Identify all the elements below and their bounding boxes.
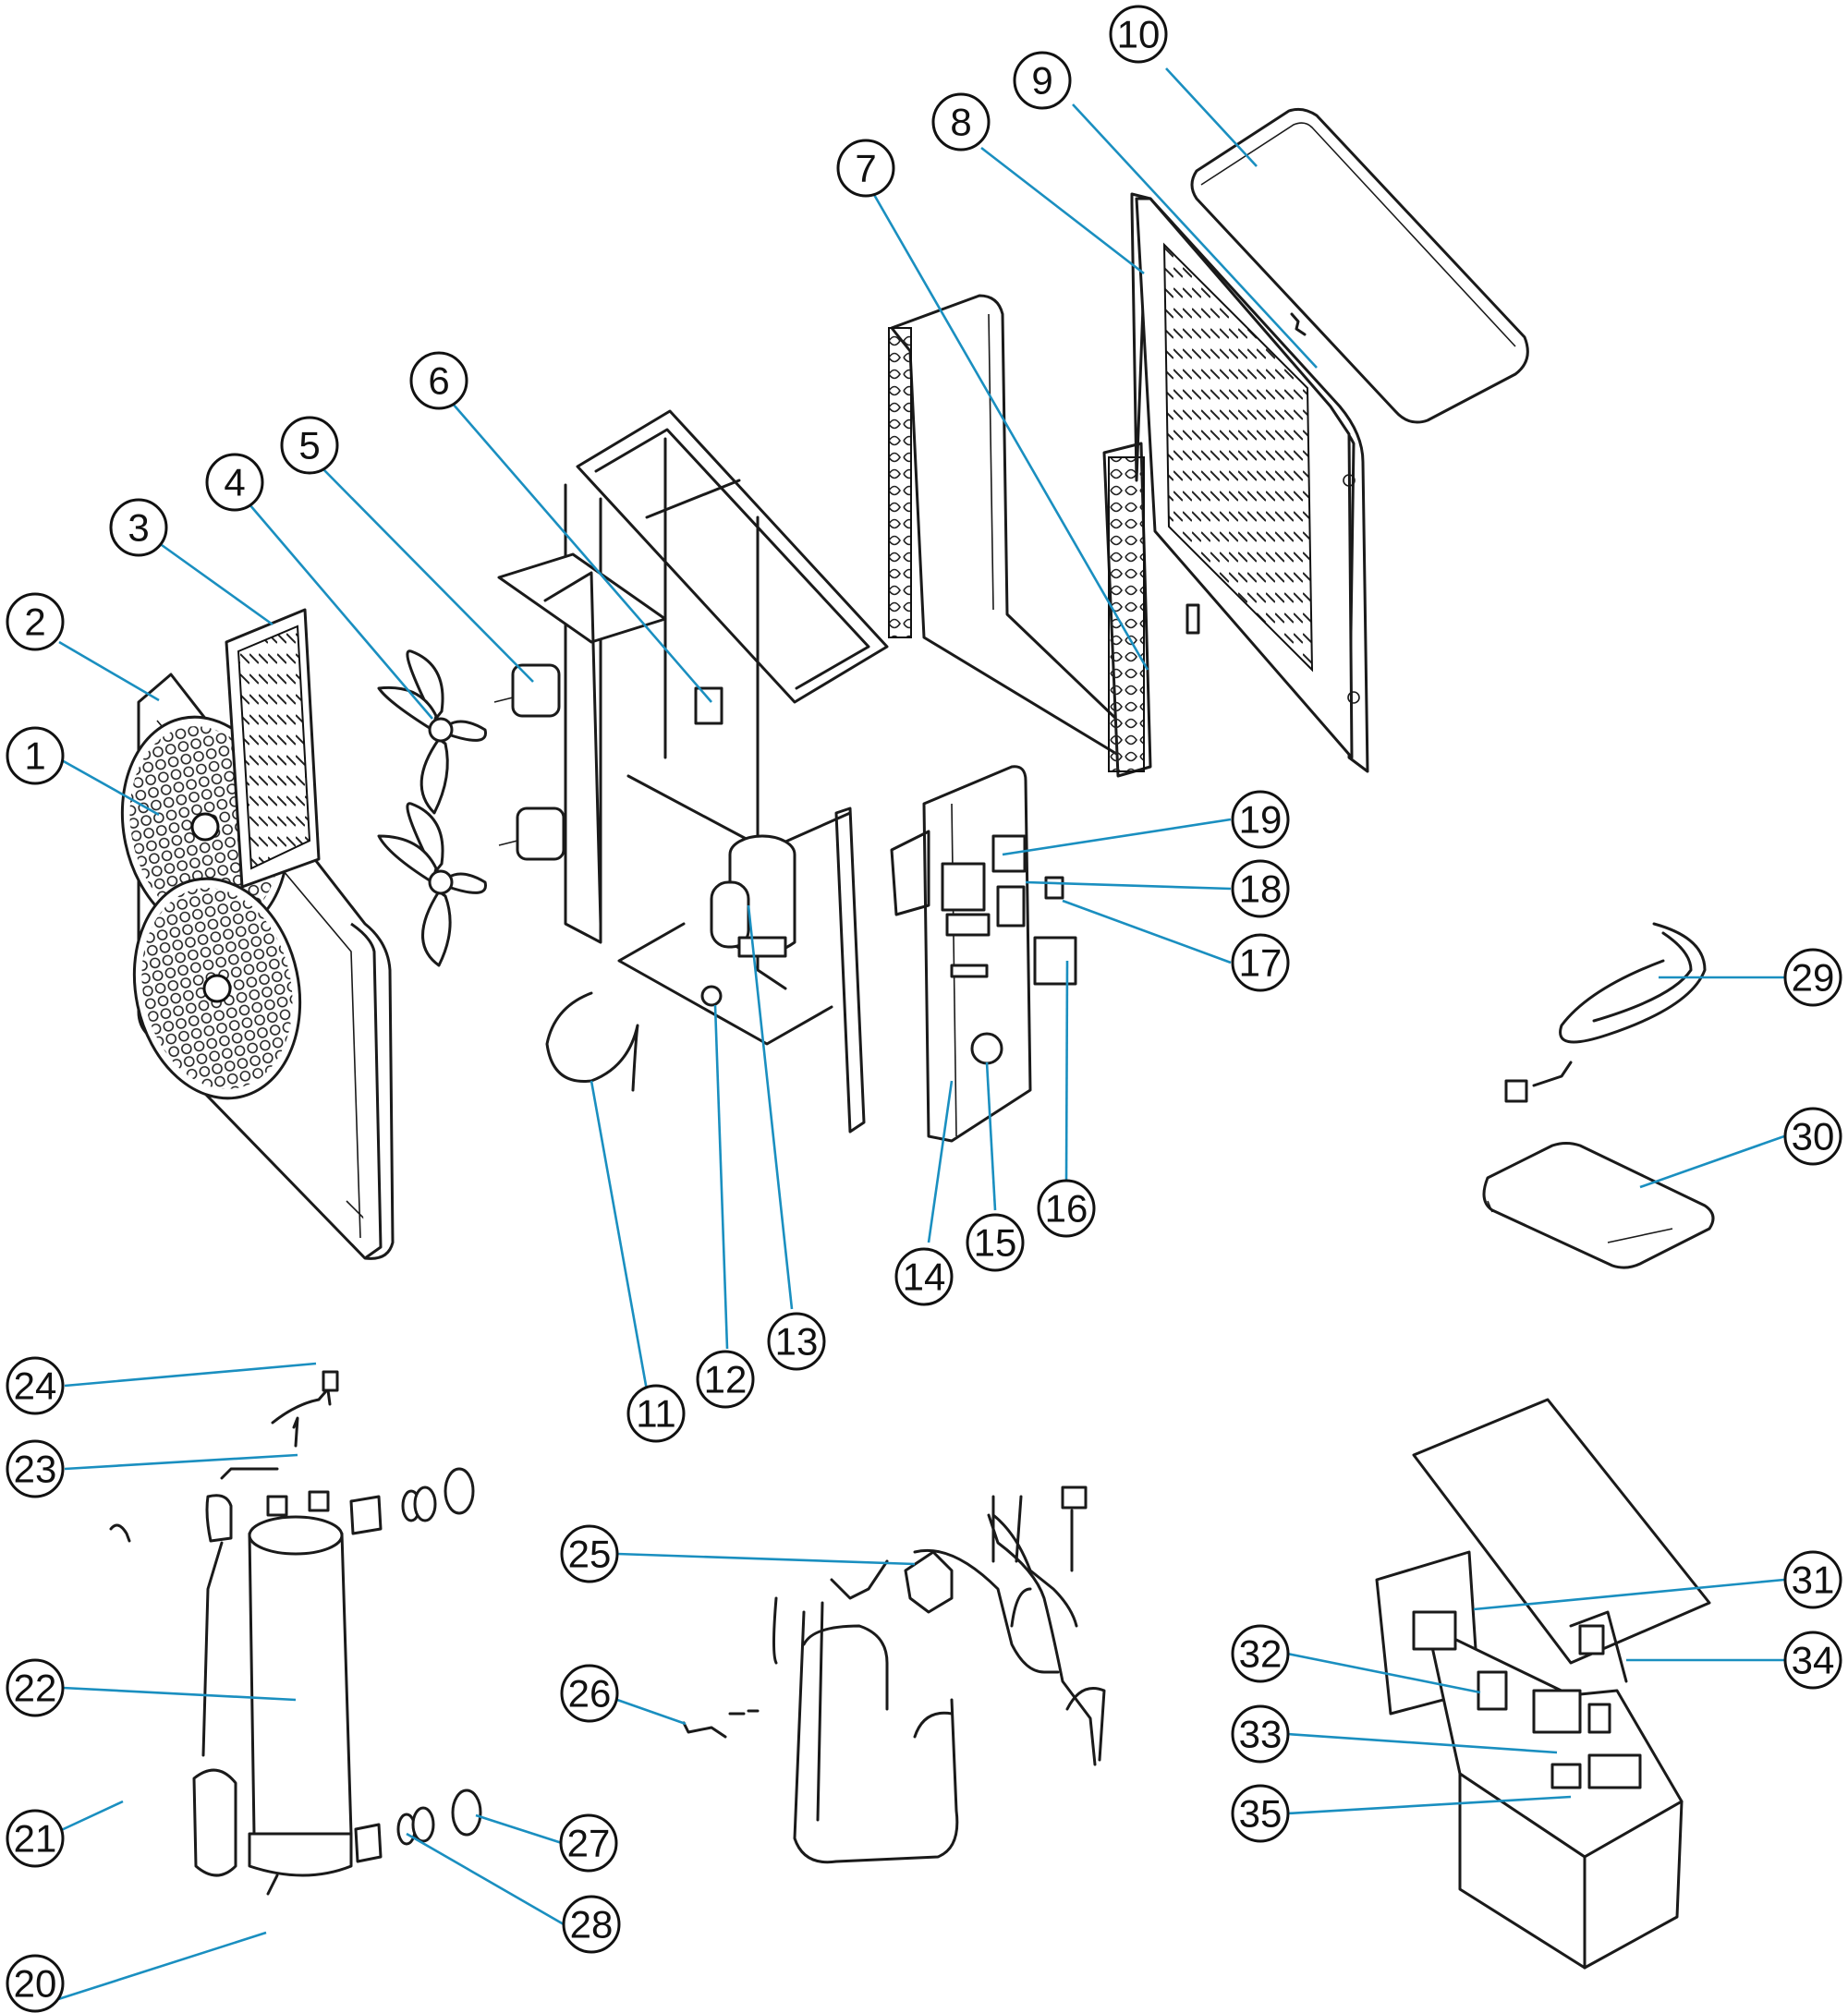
svg-text:16: 16 bbox=[1045, 1187, 1088, 1231]
callout-9: 9 bbox=[1013, 51, 1072, 110]
svg-text:24: 24 bbox=[14, 1364, 57, 1408]
svg-text:5: 5 bbox=[298, 424, 320, 467]
svg-text:9: 9 bbox=[1031, 59, 1052, 103]
callout-5: 5 bbox=[280, 416, 339, 475]
callout-23: 23 bbox=[6, 1439, 65, 1498]
refrigerant-piping bbox=[682, 1485, 1106, 1864]
callout-26: 26 bbox=[560, 1664, 619, 1723]
control-panel bbox=[890, 765, 1077, 1143]
svg-text:17: 17 bbox=[1239, 941, 1283, 985]
callout-7: 7 bbox=[836, 139, 895, 198]
callout-12: 12 bbox=[696, 1350, 755, 1409]
callout-16: 16 bbox=[1037, 1179, 1096, 1238]
svg-text:2: 2 bbox=[24, 600, 45, 644]
fan-motors bbox=[493, 663, 565, 861]
callout-28: 28 bbox=[562, 1895, 621, 1954]
svg-text:3: 3 bbox=[128, 506, 149, 550]
louver-panel bbox=[225, 608, 321, 889]
callout-22: 22 bbox=[6, 1658, 65, 1717]
callout-4: 4 bbox=[205, 453, 264, 512]
callout-35: 35 bbox=[1231, 1784, 1290, 1843]
callout-10: 10 bbox=[1109, 5, 1168, 64]
callouts: 1 2 3 4 5 6 7 8 9 10 11 12 13 14 15 16 1… bbox=[6, 5, 1842, 2013]
callout-24: 24 bbox=[6, 1356, 65, 1415]
svg-text:30: 30 bbox=[1792, 1115, 1835, 1158]
callout-17: 17 bbox=[1231, 933, 1290, 992]
callout-33: 33 bbox=[1231, 1704, 1290, 1764]
svg-text:33: 33 bbox=[1239, 1713, 1283, 1756]
callout-3: 3 bbox=[109, 498, 168, 557]
callout-11: 11 bbox=[626, 1384, 686, 1443]
protective-cover bbox=[1482, 1142, 1715, 1269]
evaporator-coil bbox=[888, 294, 1152, 778]
rear-panel bbox=[1130, 192, 1369, 773]
svg-text:1: 1 bbox=[24, 734, 45, 778]
callout-2: 2 bbox=[6, 592, 65, 651]
leader-lines bbox=[53, 67, 1785, 2002]
callout-31: 31 bbox=[1783, 1550, 1842, 1609]
electrical-box bbox=[1375, 1398, 1711, 1970]
svg-text:15: 15 bbox=[974, 1221, 1017, 1265]
callout-18: 18 bbox=[1231, 859, 1290, 918]
svg-text:14: 14 bbox=[903, 1255, 946, 1299]
svg-text:8: 8 bbox=[950, 101, 971, 144]
svg-text:34: 34 bbox=[1792, 1639, 1835, 1682]
svg-text:32: 32 bbox=[1239, 1632, 1283, 1676]
svg-text:35: 35 bbox=[1239, 1792, 1283, 1836]
callout-21: 21 bbox=[6, 1809, 65, 1868]
corner-post bbox=[834, 806, 866, 1134]
svg-text:27: 27 bbox=[567, 1822, 611, 1865]
svg-text:4: 4 bbox=[224, 461, 245, 504]
callout-14: 14 bbox=[894, 1247, 954, 1306]
svg-text:21: 21 bbox=[14, 1817, 57, 1861]
svg-text:18: 18 bbox=[1239, 867, 1283, 911]
power-cable bbox=[1504, 922, 1707, 1103]
svg-text:28: 28 bbox=[570, 1903, 614, 1946]
svg-text:6: 6 bbox=[428, 359, 449, 403]
callout-8: 8 bbox=[931, 92, 991, 152]
callout-32: 32 bbox=[1231, 1624, 1290, 1683]
callout-15: 15 bbox=[966, 1213, 1025, 1272]
callout-34: 34 bbox=[1783, 1631, 1842, 1690]
heat-exchanger-assembly bbox=[109, 1370, 482, 1896]
svg-text:26: 26 bbox=[568, 1672, 612, 1716]
callout-25: 25 bbox=[560, 1524, 619, 1583]
svg-text:20: 20 bbox=[14, 1962, 57, 2006]
drain-valve bbox=[700, 985, 723, 1007]
compressor bbox=[710, 834, 796, 958]
callout-6: 6 bbox=[409, 351, 468, 410]
unit-frame bbox=[497, 409, 889, 1046]
parts-drawing bbox=[109, 107, 1715, 1970]
svg-text:12: 12 bbox=[704, 1358, 748, 1401]
callout-19: 19 bbox=[1231, 790, 1290, 849]
svg-text:19: 19 bbox=[1239, 798, 1283, 842]
svg-text:22: 22 bbox=[14, 1667, 57, 1710]
callout-13: 13 bbox=[767, 1312, 826, 1371]
callout-30: 30 bbox=[1783, 1107, 1842, 1166]
callout-27: 27 bbox=[559, 1813, 618, 1873]
fan-guard-lower bbox=[132, 877, 302, 1100]
hose bbox=[545, 991, 639, 1092]
sensor-clip bbox=[1290, 312, 1307, 336]
top-cover bbox=[1190, 107, 1529, 424]
svg-text:7: 7 bbox=[855, 147, 876, 190]
svg-text:23: 23 bbox=[14, 1448, 57, 1491]
svg-text:25: 25 bbox=[568, 1533, 612, 1576]
callout-1: 1 bbox=[6, 726, 65, 785]
svg-text:29: 29 bbox=[1792, 956, 1835, 1000]
svg-text:13: 13 bbox=[775, 1320, 819, 1364]
svg-text:10: 10 bbox=[1117, 13, 1161, 56]
callout-29: 29 bbox=[1783, 948, 1842, 1007]
fan-blades bbox=[377, 649, 487, 967]
svg-text:31: 31 bbox=[1792, 1558, 1835, 1602]
svg-text:11: 11 bbox=[636, 1392, 676, 1436]
callout-20: 20 bbox=[6, 1954, 65, 2013]
